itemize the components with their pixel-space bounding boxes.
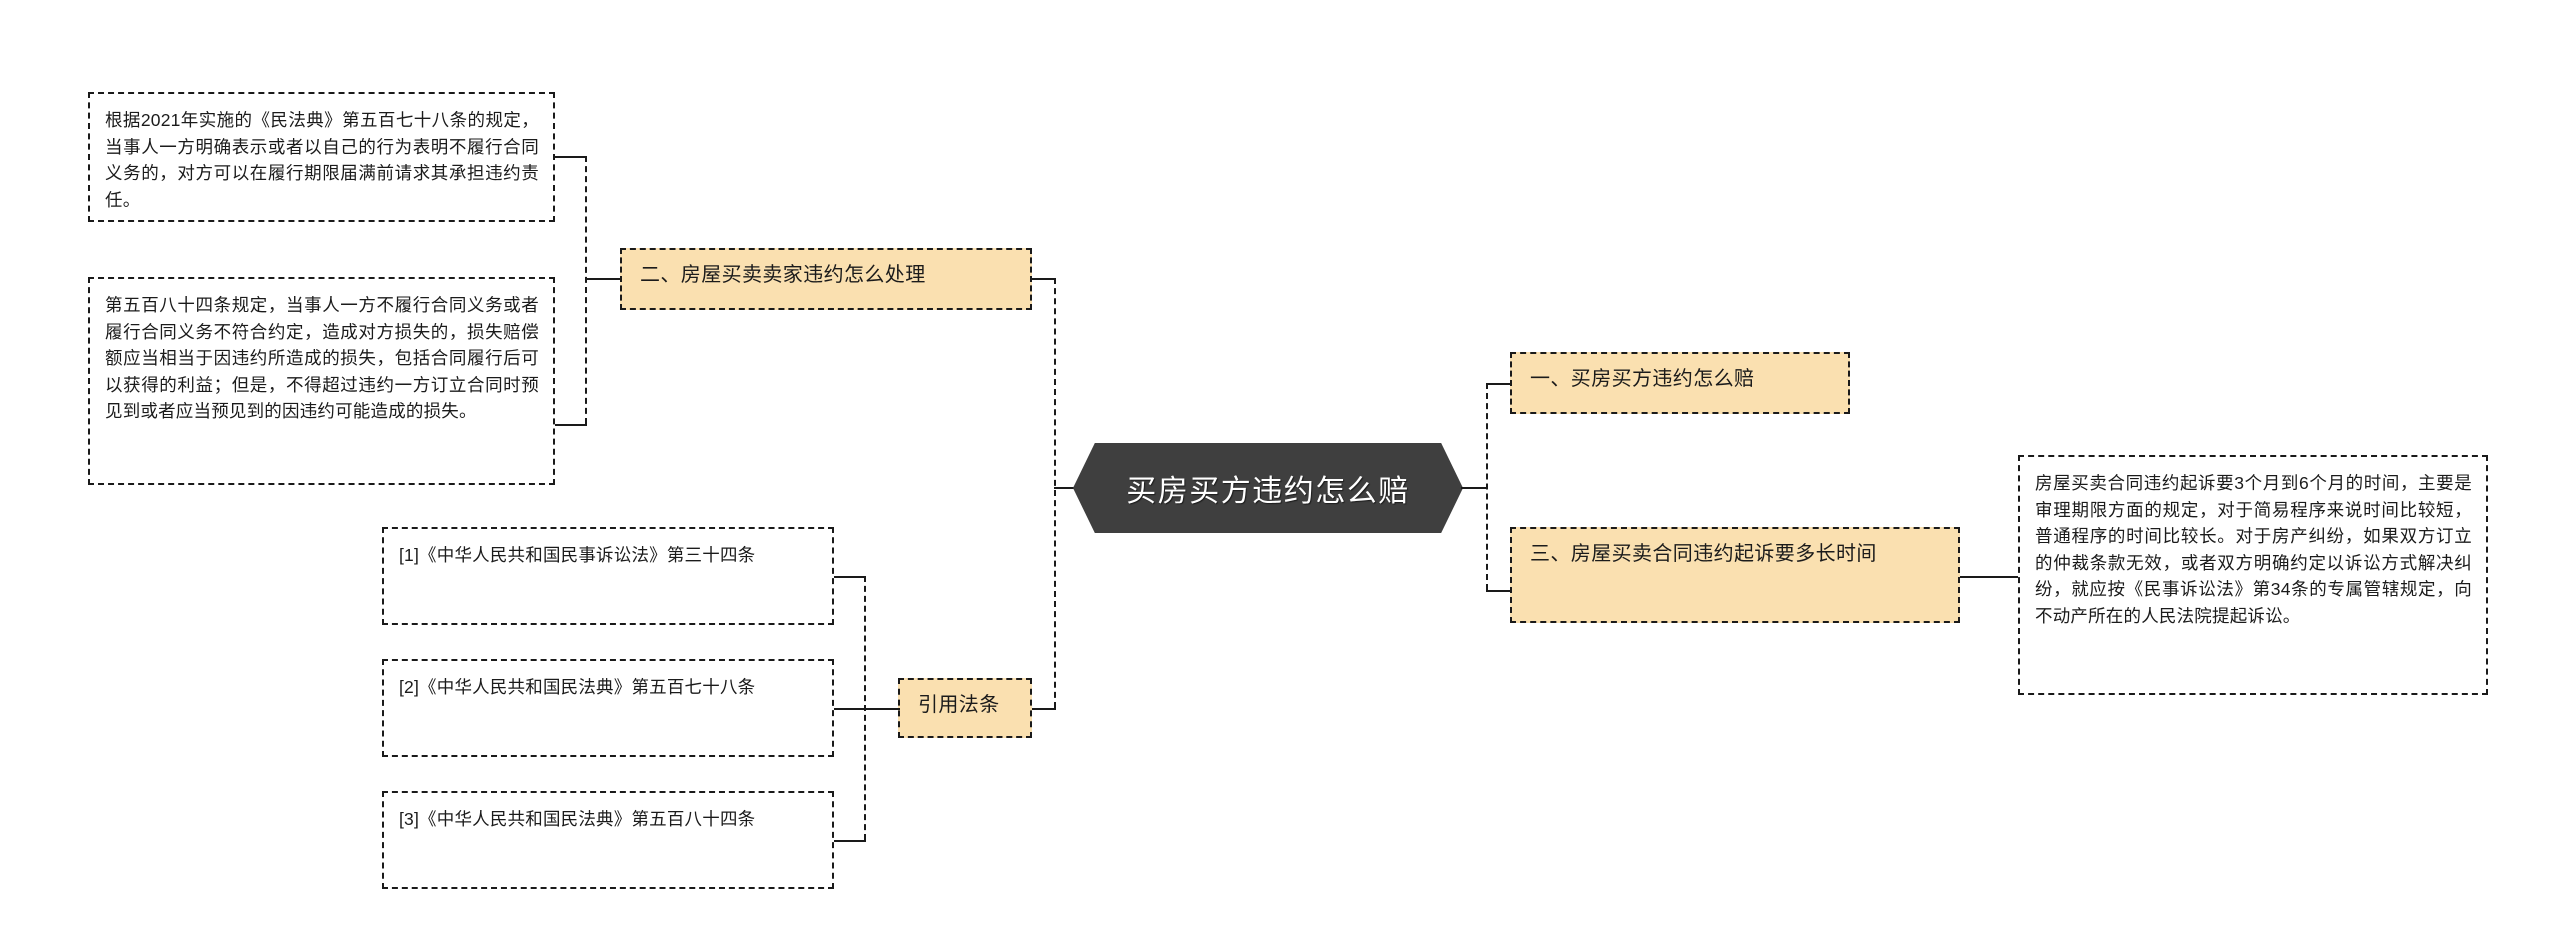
branch-node-1-label: 一、买房买方违约怎么赔 <box>1530 368 1755 390</box>
detail-node-law-584[interactable]: 第五百八十四条规定，当事人一方不履行合同义务或者履行合同义务不符合约定，造成对方… <box>88 277 555 485</box>
citation-2-connector <box>832 708 866 710</box>
citation-node-3[interactable]: [3]《中华人民共和国民法典》第五百八十四条 <box>382 791 834 889</box>
citation-3-connector <box>832 840 866 842</box>
branch-2-connector <box>1032 278 1056 280</box>
branch-node-2[interactable]: 二、房屋买卖卖家违约怎么处理 <box>620 248 1032 310</box>
law-578-connector <box>553 156 587 158</box>
citation-1-connector <box>832 576 866 578</box>
branch-node-3[interactable]: 三、房屋买卖合同违约起诉要多长时间 <box>1510 527 1960 623</box>
branch-citations-connector <box>1032 708 1056 710</box>
branch-citations-subtrunk-stub <box>864 708 900 710</box>
branch-3-connector <box>1486 590 1512 592</box>
detail-node-law-578-text: 根据2021年实施的《民法典》第五百七十八条的规定，当事人一方明确表示或者以自己… <box>105 110 539 210</box>
branch-node-citations[interactable]: 引用法条 <box>898 678 1032 738</box>
detail-node-law-578[interactable]: 根据2021年实施的《民法典》第五百七十八条的规定，当事人一方明确表示或者以自己… <box>88 92 555 222</box>
citation-node-2-text: [2]《中华人民共和国民法典》第五百七十八条 <box>399 677 756 697</box>
detail-node-lawsuit-duration-text: 房屋买卖合同违约起诉要3个月到6个月的时间，主要是审理期限方面的规定，对于简易程… <box>2035 473 2472 626</box>
citation-node-1[interactable]: [1]《中华人民共和国民事诉讼法》第三十四条 <box>382 527 834 625</box>
detail-node-lawsuit-duration[interactable]: 房屋买卖合同违约起诉要3个月到6个月的时间，主要是审理期限方面的规定，对于简易程… <box>2018 455 2488 695</box>
branch-node-citations-label: 引用法条 <box>918 694 1000 716</box>
detail-node-law-584-text: 第五百八十四条规定，当事人一方不履行合同义务或者履行合同义务不符合约定，造成对方… <box>105 295 539 422</box>
center-topic-shape <box>1073 443 1463 533</box>
branch-2-subtrunk-stub <box>585 278 621 280</box>
center-left-stub <box>1054 487 1076 489</box>
center-topic-label: 买房买方违约怎么赔 <box>1126 475 1410 508</box>
citation-node-2[interactable]: [2]《中华人民共和国民法典》第五百七十八条 <box>382 659 834 757</box>
citation-node-1-text: [1]《中华人民共和国民事诉讼法》第三十四条 <box>399 545 756 565</box>
law-584-connector <box>553 424 587 426</box>
branch-1-connector <box>1486 383 1512 385</box>
branch-2-subtrunk <box>585 156 587 424</box>
left-main-trunk <box>1054 278 1056 708</box>
center-topic-node[interactable]: 买房买方违约怎么赔 <box>1073 443 1463 533</box>
citation-node-3-text: [3]《中华人民共和国民法典》第五百八十四条 <box>399 809 756 829</box>
branch-node-3-label: 三、房屋买卖合同违约起诉要多长时间 <box>1530 543 1877 565</box>
lawsuit-duration-connector <box>1960 576 2020 578</box>
right-main-trunk <box>1486 383 1488 590</box>
branch-node-2-label: 二、房屋买卖卖家违约怎么处理 <box>640 264 926 286</box>
branch-node-1[interactable]: 一、买房买方违约怎么赔 <box>1510 352 1850 414</box>
center-right-stub <box>1461 487 1487 489</box>
